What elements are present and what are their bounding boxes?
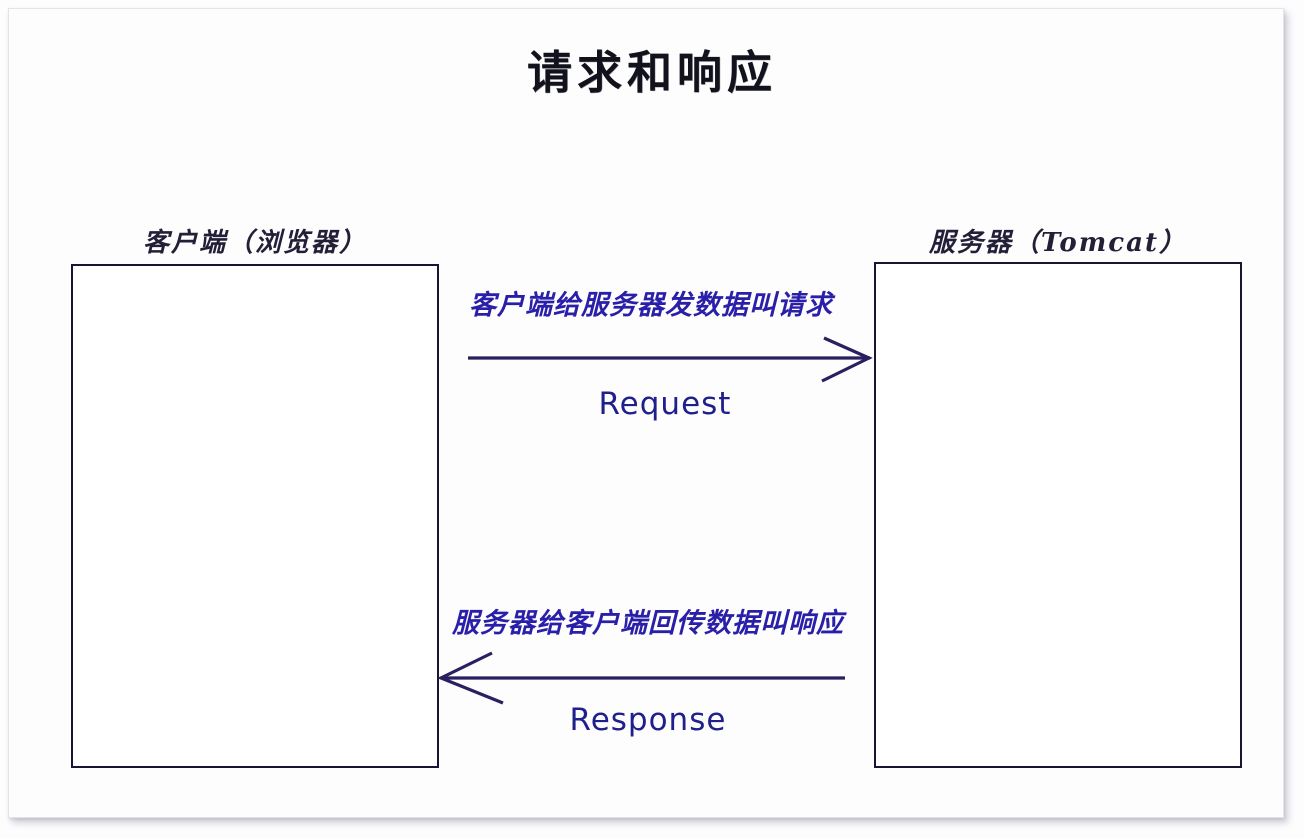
page-title: 请求和响应 <box>526 46 777 99</box>
node-box-client <box>71 264 439 768</box>
node-box-server <box>874 262 1242 768</box>
node-label-client: 客户端（浏览器） <box>142 228 367 258</box>
request-caption: Request <box>598 386 732 422</box>
response-annotation: 服务器给客户端回传数据叫响应 <box>452 608 844 639</box>
node-label-server: 服务器（Tomcat） <box>929 228 1187 258</box>
request-annotation: 客户端给服务器发数据叫请求 <box>469 290 833 321</box>
response-caption: Response <box>569 702 727 738</box>
